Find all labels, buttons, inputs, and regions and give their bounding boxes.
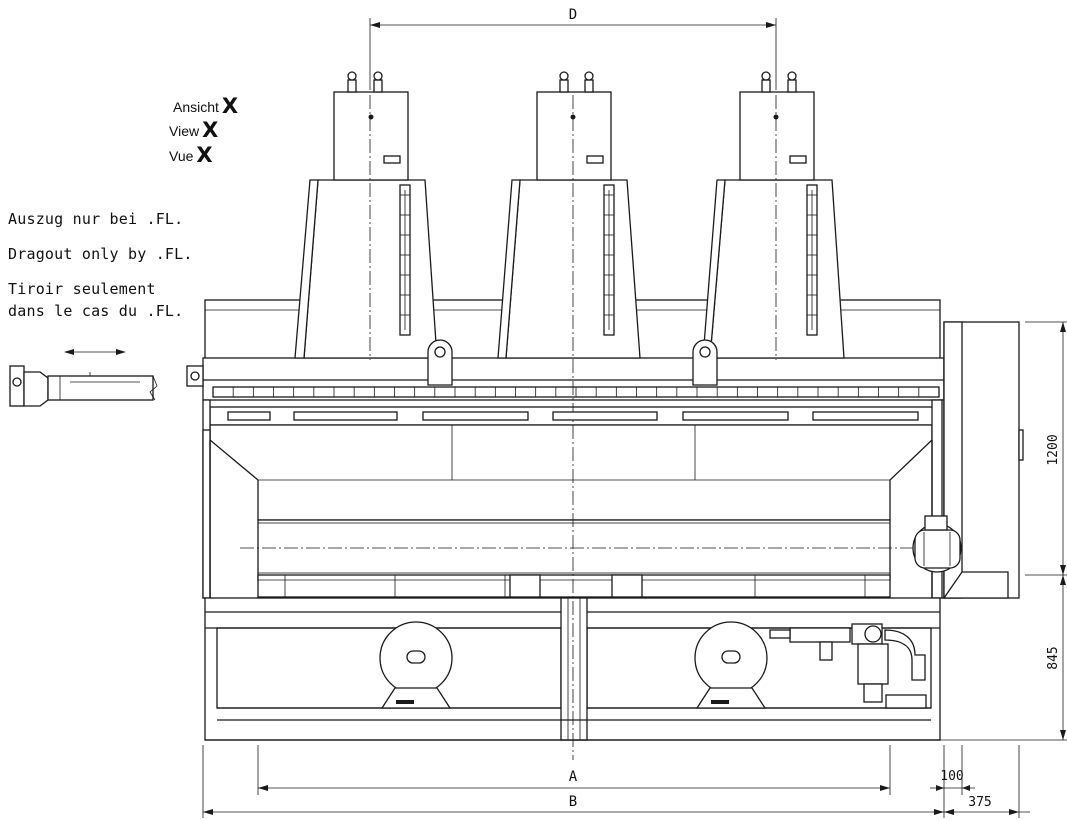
apron-strip [227, 411, 271, 421]
dimension-heights: 1200 845 [940, 321, 1067, 741]
tank-left [379, 621, 453, 709]
valve-assembly [769, 623, 927, 709]
lifting-eyes [427, 339, 718, 386]
dim-a-label: A [569, 769, 578, 785]
dim-d-label: D [569, 7, 577, 23]
dim-375-label: 375 [968, 795, 991, 810]
tank-right [694, 621, 768, 709]
note-de: Auszug nur bei .FL. [8, 210, 184, 228]
base-frame [204, 597, 941, 741]
detail-view-x [9, 349, 158, 407]
tower-left [294, 71, 438, 359]
dim-b-label: B [569, 794, 577, 810]
note-fr-line1: Tiroir seulement [8, 280, 156, 298]
view-mark-fr: X [196, 143, 213, 167]
dimension-b: B [202, 745, 945, 818]
center-lines [369, 95, 777, 760]
side-bracket-left [186, 365, 204, 387]
dim-100-label: 100 [940, 769, 963, 784]
dimension-a: A [257, 745, 891, 795]
dimension-375: 375 [944, 745, 1030, 818]
apron-strip [552, 411, 658, 421]
feed-slats [212, 386, 940, 398]
tower-center [497, 71, 641, 359]
apron-strip [422, 411, 529, 421]
view-mark-de: X [221, 94, 239, 118]
note-fr-line2: dans le cas du .FL. [8, 302, 184, 320]
dimension-100: 100 [930, 745, 975, 795]
tower-right [702, 71, 845, 359]
view-mark-en: X [202, 118, 219, 142]
apron-strip [293, 411, 398, 421]
note-en: Dragout only by .FL. [8, 245, 193, 263]
dim-1200-label: 1200 [1046, 434, 1061, 465]
dim-845-label: 845 [1046, 646, 1061, 669]
motor [912, 321, 1024, 599]
apron-strip [682, 411, 789, 421]
dimension-d: D [369, 7, 777, 90]
apron-strip [812, 411, 919, 421]
